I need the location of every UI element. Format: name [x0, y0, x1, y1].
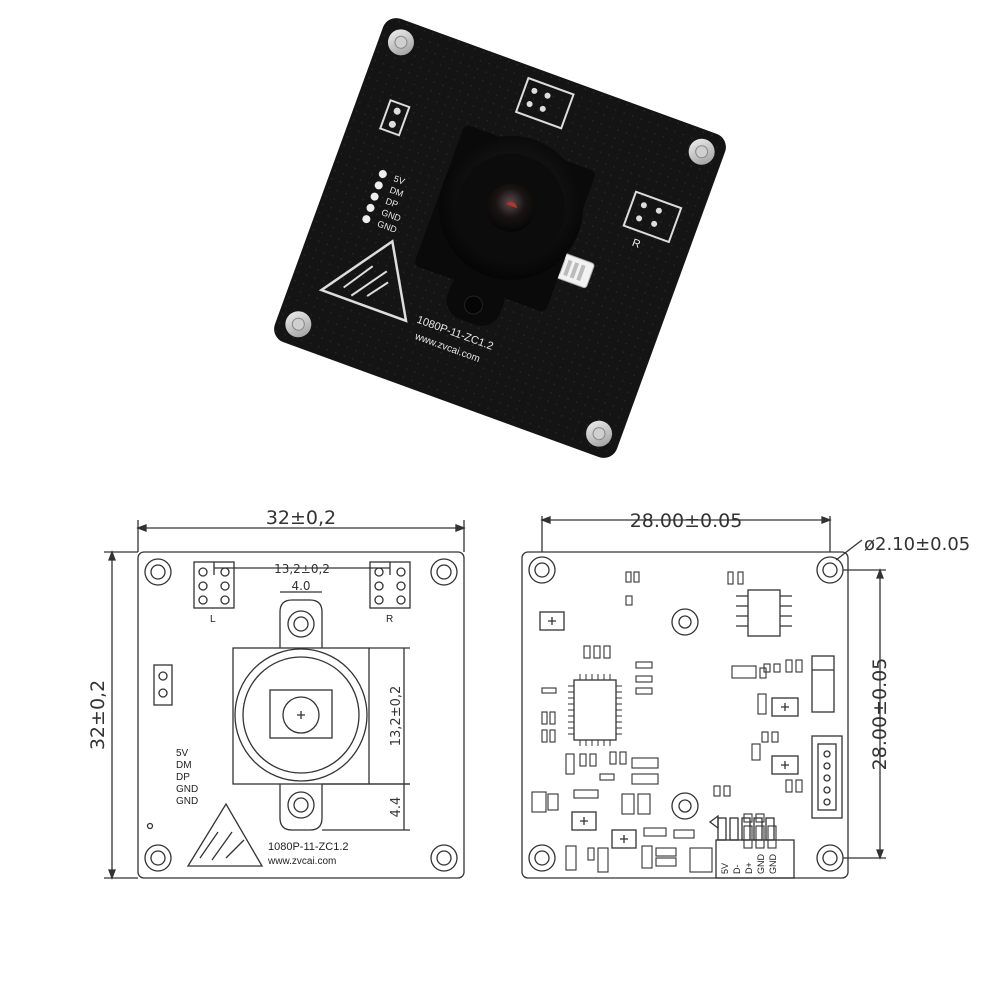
- front-lens-height-dim: 13,2±0,2: [389, 686, 404, 747]
- back-horizontal-dim: 28.00±0.05: [630, 510, 743, 532]
- front-pin-labels: 5V DM DP GND GND: [176, 748, 198, 807]
- svg-text:GND: GND: [176, 784, 198, 795]
- mic-pad-right: [622, 190, 683, 244]
- svg-text:5V: 5V: [176, 748, 189, 759]
- front-model-label: 1080P-11-ZC1.2: [268, 841, 349, 853]
- front-mount-dim: 4.0: [291, 579, 310, 593]
- svg-text:GND: GND: [768, 854, 778, 875]
- camera-module-photo: R 5V DM DP GND GND 1080P-11-ZC1.: [274, 18, 726, 458]
- photo-pin-pads: [362, 170, 387, 224]
- front-width-dim: 32±0,2: [266, 507, 336, 529]
- mic-pad-left: [514, 76, 575, 130]
- front-tab-dim: 4.4: [389, 797, 404, 818]
- back-vertical-dim: 28.00±0.05: [869, 658, 891, 771]
- svg-text:DP: DP: [384, 196, 399, 210]
- back-connector-labels: 5V D- D+ GND GND: [720, 854, 778, 875]
- back-side-connector: [811, 735, 843, 819]
- back-drawing-labels: 28.00±0.05 28.00±0.05 ø2.10±0.05 5V D- D…: [630, 510, 971, 874]
- front-label-right: R: [386, 614, 393, 625]
- back-drawing: [521, 516, 886, 879]
- front-website-label: www.zvcai.com: [267, 856, 336, 867]
- svg-text:GND: GND: [176, 796, 198, 807]
- svg-text:DM: DM: [388, 185, 405, 199]
- front-height-dim: 32±0,2: [87, 680, 109, 750]
- front-board-outline: [137, 551, 465, 879]
- back-board-outline: [521, 551, 849, 879]
- svg-text:D-: D-: [732, 865, 742, 875]
- front-drawing-labels: 32±0,2 32±0,2 13,2±0,2 4.0 13,2±0,2 4.4 …: [87, 507, 404, 867]
- front-label-left: L: [210, 614, 216, 625]
- front-drawing: [104, 520, 466, 880]
- front-lens-outline: [234, 648, 368, 782]
- hole-diameter-dim: ø2.10±0.05: [864, 534, 970, 555]
- front-lens-holder: [232, 647, 370, 785]
- svg-text:5V: 5V: [392, 173, 406, 186]
- svg-text:5V: 5V: [720, 863, 730, 874]
- front-spacing-dim: 13,2±0,2: [274, 562, 330, 576]
- svg-text:DM: DM: [176, 760, 192, 771]
- esd-warning-icon: [318, 239, 408, 323]
- svg-text:GND: GND: [756, 854, 766, 875]
- svg-text:DP: DP: [176, 772, 190, 783]
- photo-mark-right: R: [630, 237, 642, 251]
- front-esd-icon: [186, 802, 264, 867]
- svg-text:D+: D+: [744, 862, 754, 874]
- back-main-ic: [573, 679, 617, 741]
